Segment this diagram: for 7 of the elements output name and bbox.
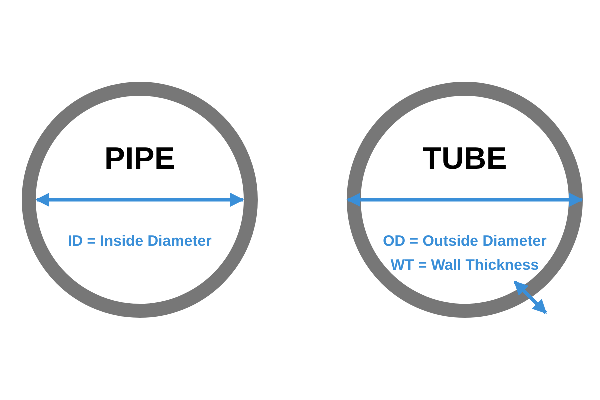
heading: PIPE (104, 141, 176, 177)
heading: TUBE (422, 141, 508, 177)
dimension-label: ID = Inside Diameter (67, 233, 213, 250)
dimension-label: OD = Outside Diameter (382, 233, 548, 250)
dimension-label: WT = Wall Thickness (390, 257, 540, 274)
circle-outline (347, 82, 583, 318)
circle-outline (22, 82, 258, 318)
